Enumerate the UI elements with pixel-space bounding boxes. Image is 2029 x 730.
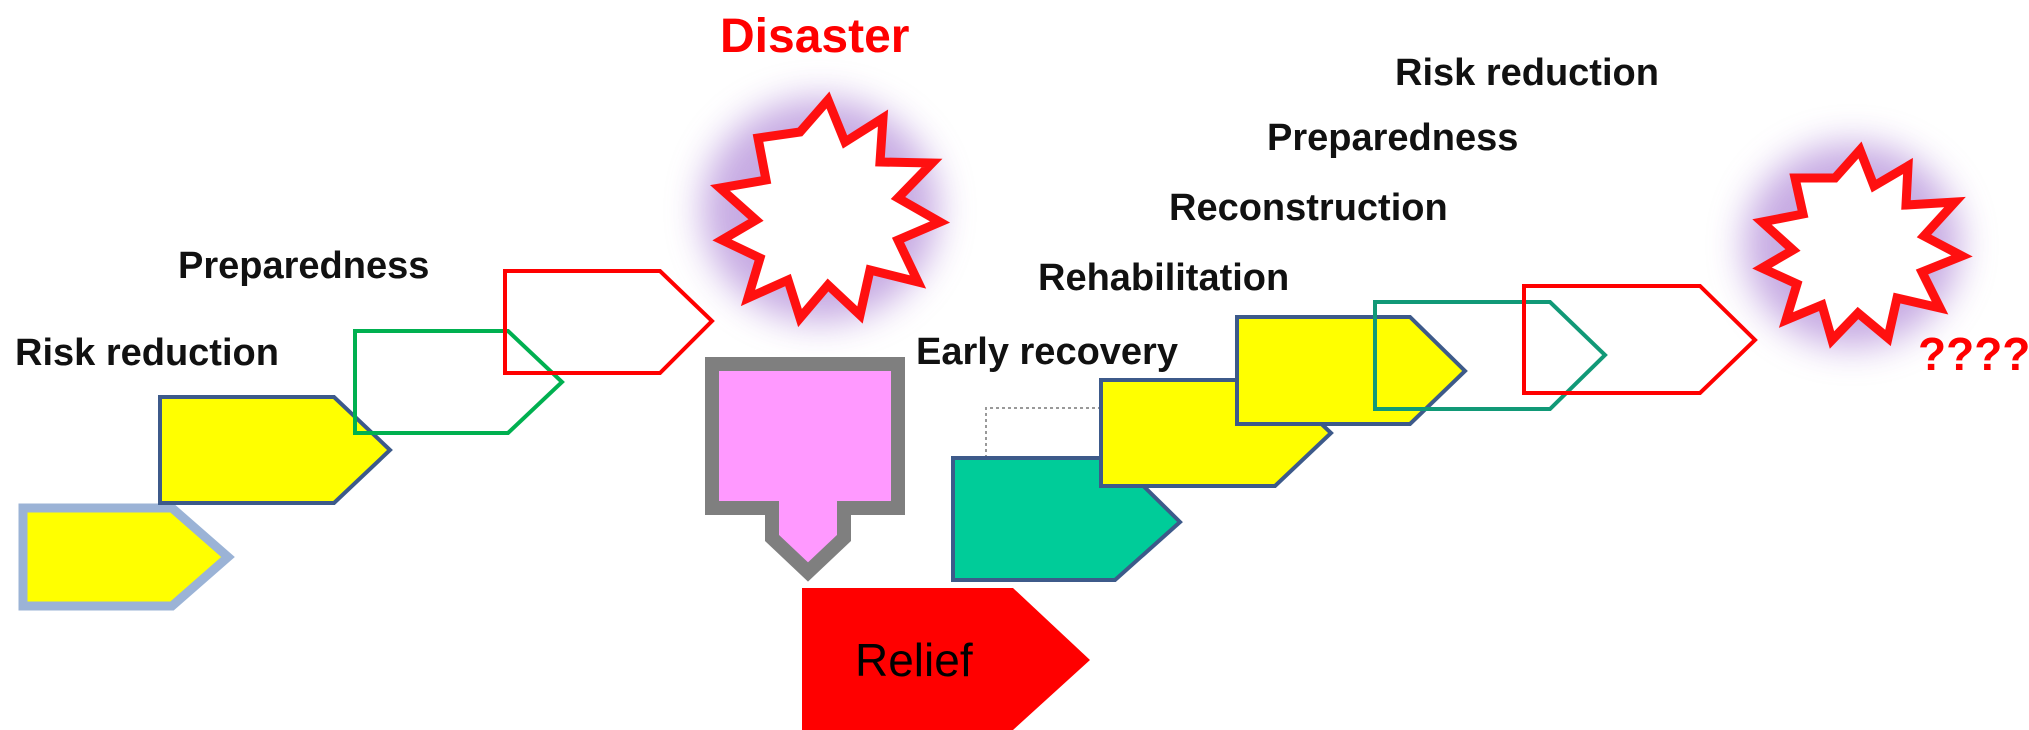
- dotted-connector: [985, 407, 1100, 458]
- disaster-burst-icon: [710, 91, 951, 328]
- phase-arrow-base: [18, 503, 235, 611]
- preparedness-arrow: [353, 329, 565, 435]
- down-arrow-to-relief: [705, 357, 905, 582]
- unknown-label: ????: [1918, 328, 2029, 380]
- pre-disaster-arrow: [503, 269, 715, 375]
- reconstruction-arrow: [1235, 315, 1468, 426]
- disaster-label: Disaster: [720, 10, 909, 63]
- early-recovery-arrow: [951, 456, 1183, 582]
- risk-reduction-arrow: [158, 395, 393, 505]
- pre-preparedness-label: Preparedness: [178, 245, 429, 287]
- early-recovery-label: Early recovery: [916, 331, 1178, 373]
- post-risk-reduction-arrow: [1522, 284, 1758, 395]
- post-preparedness-arrow: [1373, 300, 1608, 411]
- next-disaster-burst-icon: [1752, 141, 1973, 349]
- rehabilitation-label: Rehabilitation: [1038, 257, 1289, 299]
- post-preparedness-label: Preparedness: [1267, 117, 1518, 159]
- reconstruction-label: Reconstruction: [1169, 187, 1448, 229]
- post-risk-reduction-label: Risk reduction: [1395, 52, 1659, 94]
- relief-label: Relief: [855, 634, 973, 686]
- relief-block: [802, 588, 1090, 730]
- pre-risk-reduction-label: Risk reduction: [15, 332, 279, 374]
